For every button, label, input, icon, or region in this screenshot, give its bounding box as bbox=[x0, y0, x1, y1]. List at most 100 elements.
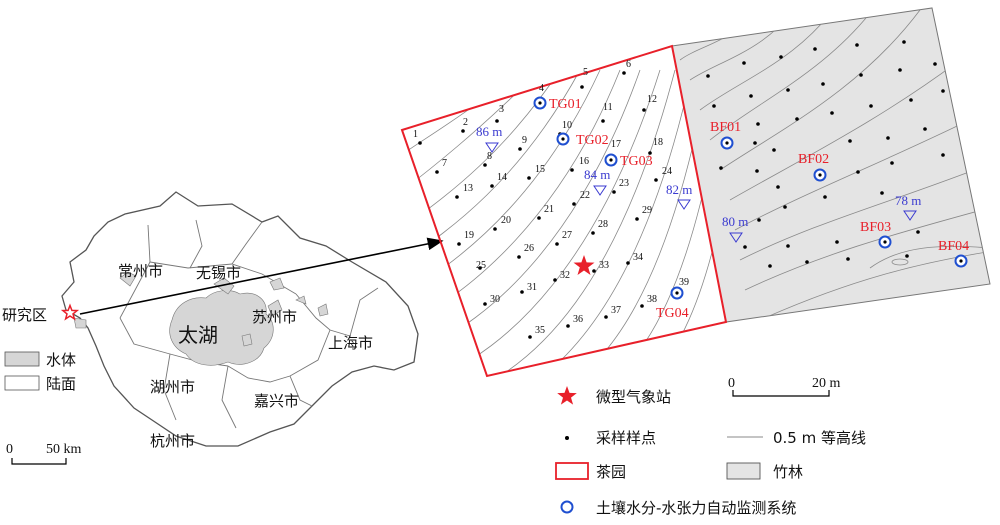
elevation-triangle-icon bbox=[729, 232, 743, 243]
overview-scale-zero: 0 bbox=[6, 442, 13, 457]
sampling-point bbox=[795, 117, 799, 121]
sampling-point bbox=[455, 195, 459, 199]
sampling-point bbox=[478, 266, 482, 270]
sampling-point bbox=[648, 151, 652, 155]
sample-number: 24 bbox=[662, 166, 672, 177]
sample-number: 29 bbox=[642, 205, 652, 216]
sampling-point bbox=[898, 68, 902, 72]
sampling-point bbox=[591, 231, 595, 235]
sampling-point bbox=[756, 122, 760, 126]
sample-number: 26 bbox=[524, 243, 534, 254]
sample-number: 16 bbox=[579, 156, 589, 167]
sampling-point bbox=[776, 185, 780, 189]
elevation-markers: 86 m 84 m 82 m 80 m 78 m bbox=[476, 124, 921, 243]
sample-number: 4 bbox=[539, 83, 544, 94]
sampling-point bbox=[490, 184, 494, 188]
sampling-point bbox=[848, 139, 852, 143]
sampling-point bbox=[783, 205, 787, 209]
sample-number: 5 bbox=[583, 67, 588, 78]
site-bf02: BF02 bbox=[798, 152, 829, 182]
sample-number: 23 bbox=[619, 178, 629, 189]
sampling-point bbox=[757, 218, 761, 222]
sampling-point bbox=[941, 89, 945, 93]
sampling-point bbox=[626, 261, 630, 265]
overview-map: 常州市 无锡市 苏州市 上海市 湖州市 嘉兴市 杭州市 太湖 研究区 水体 陆面… bbox=[2, 191, 444, 465]
elevation-label: 80 m bbox=[722, 214, 748, 229]
sample-number: 2 bbox=[463, 117, 468, 128]
taihu-lake bbox=[169, 290, 274, 366]
sampling-point bbox=[805, 260, 809, 264]
sample-number: 8 bbox=[487, 151, 492, 162]
sampling-point bbox=[719, 166, 723, 170]
water-bodies bbox=[73, 271, 329, 366]
sampling-point bbox=[755, 169, 759, 173]
sampling-point bbox=[779, 55, 783, 59]
sample-number: 21 bbox=[544, 204, 554, 215]
sample-number: 18 bbox=[653, 137, 663, 148]
sampling-point bbox=[772, 148, 776, 152]
city-shanghai: 上海市 bbox=[328, 334, 373, 352]
sampling-point-legend-icon bbox=[565, 436, 569, 440]
taihu-label: 太湖 bbox=[178, 323, 218, 347]
sample-number: 31 bbox=[527, 282, 537, 293]
sampling-point bbox=[813, 47, 817, 51]
sample-number: 34 bbox=[633, 252, 643, 263]
sampling-point bbox=[859, 73, 863, 77]
map-legend: 微型气象站 采样样点 0.5 m 等高线 茶园 竹林 土壤水分-水张力自动监测系… bbox=[555, 386, 866, 517]
site-label: BF03 bbox=[860, 220, 891, 235]
sample-number: 39 bbox=[679, 277, 689, 288]
sampling-point bbox=[612, 190, 616, 194]
study-area-star-icon bbox=[60, 303, 80, 321]
sample-number: 35 bbox=[535, 325, 545, 336]
land-swatch bbox=[4, 375, 40, 391]
bamboo-sampling-points bbox=[706, 40, 945, 268]
elevation-triangle-icon bbox=[677, 199, 691, 210]
sample-number: 12 bbox=[647, 94, 657, 105]
sampling-point bbox=[856, 170, 860, 174]
site-scale-zero: 0 bbox=[728, 376, 735, 391]
city-hangzhou: 杭州市 bbox=[150, 432, 195, 450]
site-bf04: BF04 bbox=[938, 239, 969, 268]
water-legend-label: 水体 bbox=[46, 351, 76, 369]
sampling-point bbox=[435, 170, 439, 174]
land-legend-label: 陆面 bbox=[46, 375, 76, 393]
tea-sampling-points bbox=[418, 71, 679, 339]
sampling-point bbox=[916, 230, 920, 234]
sampling-point bbox=[495, 119, 499, 123]
overview-scale-bar: 0 50 km bbox=[6, 442, 82, 465]
site-tg04: TG04 bbox=[656, 286, 689, 321]
elevation-triangle-icon bbox=[903, 210, 917, 221]
sample-number: 38 bbox=[647, 294, 657, 305]
sampling-point bbox=[553, 278, 557, 282]
sample-number: 20 bbox=[501, 215, 511, 226]
site-label: BF02 bbox=[798, 152, 829, 167]
sample-number: 10 bbox=[562, 120, 572, 131]
sampling-point bbox=[869, 104, 873, 108]
sampling-point bbox=[830, 111, 834, 115]
sampling-point bbox=[821, 82, 825, 86]
site-bf03: BF03 bbox=[860, 220, 892, 249]
sampling-point bbox=[493, 227, 497, 231]
elevation-triangle-icon bbox=[485, 142, 499, 153]
site-label: BF01 bbox=[710, 120, 741, 135]
sampling-point bbox=[580, 85, 584, 89]
elevation-label: 84 m bbox=[584, 167, 610, 182]
monitoring-system-legend-icon bbox=[560, 500, 574, 514]
sampling-point bbox=[786, 244, 790, 248]
sampling-point bbox=[890, 161, 894, 165]
sampling-point bbox=[743, 245, 747, 249]
sample-number: 15 bbox=[535, 164, 545, 175]
sampling-point bbox=[880, 191, 884, 195]
sampling-point bbox=[768, 264, 772, 268]
site-tg02: TG02 bbox=[556, 132, 609, 148]
study-area-label: 研究区 bbox=[2, 306, 47, 324]
sample-number: 22 bbox=[580, 190, 590, 201]
overview-legend: 水体 陆面 bbox=[4, 351, 76, 393]
pointer-arrow bbox=[79, 237, 444, 315]
sampling-point bbox=[457, 242, 461, 246]
sampling-point bbox=[886, 136, 890, 140]
sampling-point bbox=[855, 43, 859, 47]
sample-number: 1 bbox=[413, 129, 418, 140]
tea-garden-legend-icon bbox=[555, 462, 589, 480]
